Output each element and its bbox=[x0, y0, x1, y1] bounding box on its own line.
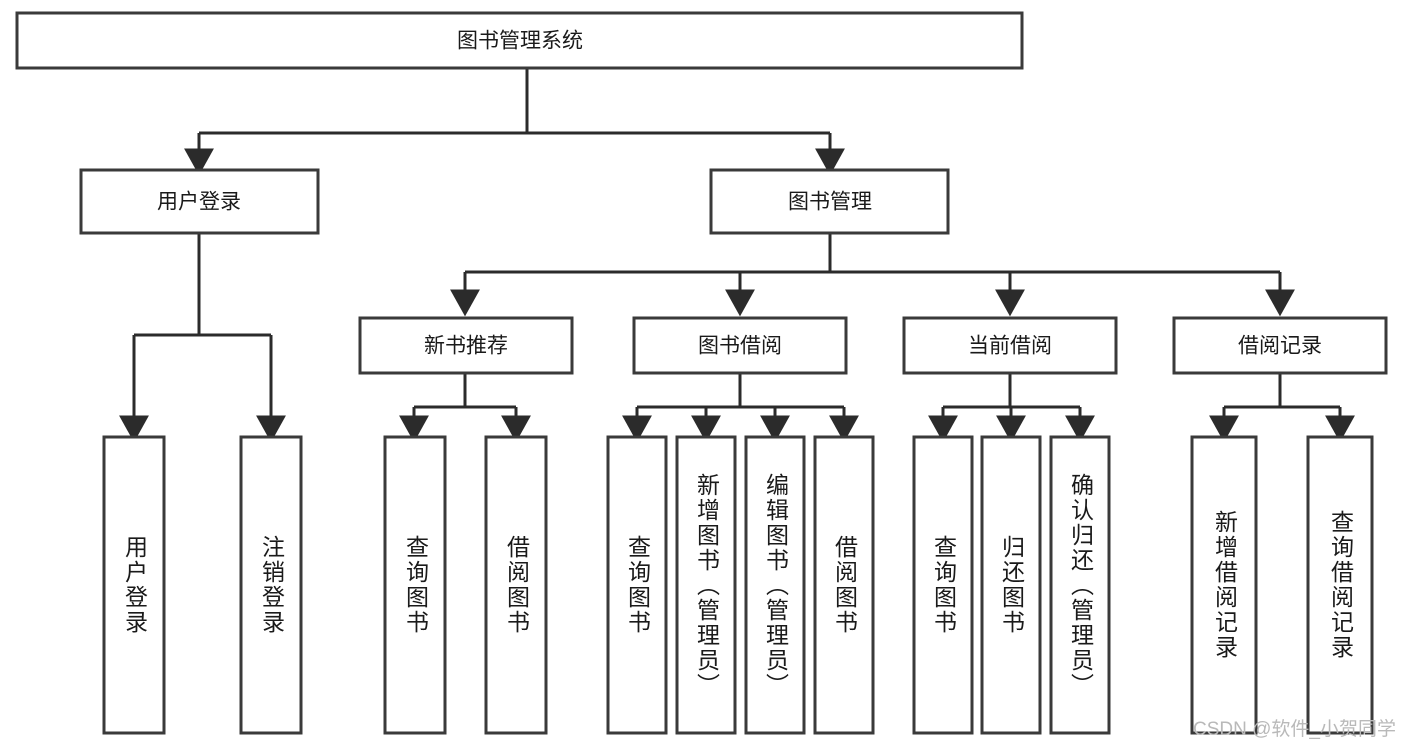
connector-newbook-to-leaves bbox=[399, 373, 531, 443]
node-user-login-box[interactable] bbox=[79, 168, 320, 235]
node-new-book-recommend-box[interactable] bbox=[358, 316, 574, 375]
leaf-query-book-1-box[interactable] bbox=[383, 435, 447, 735]
leaf-confirm-return-box[interactable] bbox=[1049, 435, 1111, 735]
leaf-query-book-3-box[interactable] bbox=[912, 435, 974, 735]
leaf-return-book-box[interactable] bbox=[980, 435, 1042, 735]
node-book-manage[interactable]: 图书管理 bbox=[709, 168, 950, 235]
node-new-book-recommend-label: 新书推荐 bbox=[424, 335, 508, 358]
leaf-query-record-box[interactable] bbox=[1306, 435, 1374, 735]
connector-userlogin-to-leaves bbox=[119, 233, 286, 443]
node-current-borrow-box[interactable] bbox=[902, 316, 1118, 375]
leaf-add-book-box[interactable] bbox=[675, 435, 737, 735]
node-root-label: 图书管理系统 bbox=[457, 30, 583, 53]
leaf-user-login-box[interactable] bbox=[102, 435, 166, 735]
leaf-borrow-book-2-box[interactable] bbox=[813, 435, 875, 735]
connector-root-to-level2 bbox=[184, 68, 845, 176]
node-user-login[interactable]: 用户登录 bbox=[79, 168, 320, 235]
node-book-borrow[interactable]: 图书借阅 bbox=[632, 316, 848, 375]
node-user-login-label: 用户登录 bbox=[157, 191, 241, 214]
connector-borrowrecord-to-leaves bbox=[1209, 373, 1355, 443]
node-new-book-recommend[interactable]: 新书推荐 bbox=[358, 316, 574, 375]
node-borrow-record[interactable]: 借阅记录 bbox=[1172, 316, 1388, 375]
node-book-manage-label: 图书管理 bbox=[788, 191, 872, 214]
csdn-watermark: CSDN @软件_小贺同学 bbox=[1193, 719, 1396, 740]
leaf-edit-book-box[interactable] bbox=[744, 435, 806, 735]
node-root[interactable]: 图书管理系统 bbox=[15, 11, 1024, 70]
leaf-borrow-book-1-box[interactable] bbox=[484, 435, 548, 735]
node-book-borrow-box[interactable] bbox=[632, 316, 848, 375]
connector-currentborrow-to-leaves bbox=[928, 373, 1095, 443]
node-root-box[interactable] bbox=[15, 11, 1024, 70]
node-book-borrow-label: 图书借阅 bbox=[698, 335, 782, 358]
leaf-logout-login-box[interactable] bbox=[239, 435, 303, 735]
node-borrow-record-label: 借阅记录 bbox=[1238, 335, 1322, 358]
leaf-boxes bbox=[102, 435, 1374, 735]
leaf-add-record-box[interactable] bbox=[1190, 435, 1258, 735]
connector-bookmanage-to-level3 bbox=[450, 233, 1295, 317]
leaf-query-book-2-box[interactable] bbox=[606, 435, 668, 735]
node-book-manage-box[interactable] bbox=[709, 168, 950, 235]
node-current-borrow[interactable]: 当前借阅 bbox=[902, 316, 1118, 375]
node-current-borrow-label: 当前借阅 bbox=[968, 335, 1052, 358]
connector-bookborrow-to-leaves bbox=[622, 373, 859, 443]
node-borrow-record-box[interactable] bbox=[1172, 316, 1388, 375]
